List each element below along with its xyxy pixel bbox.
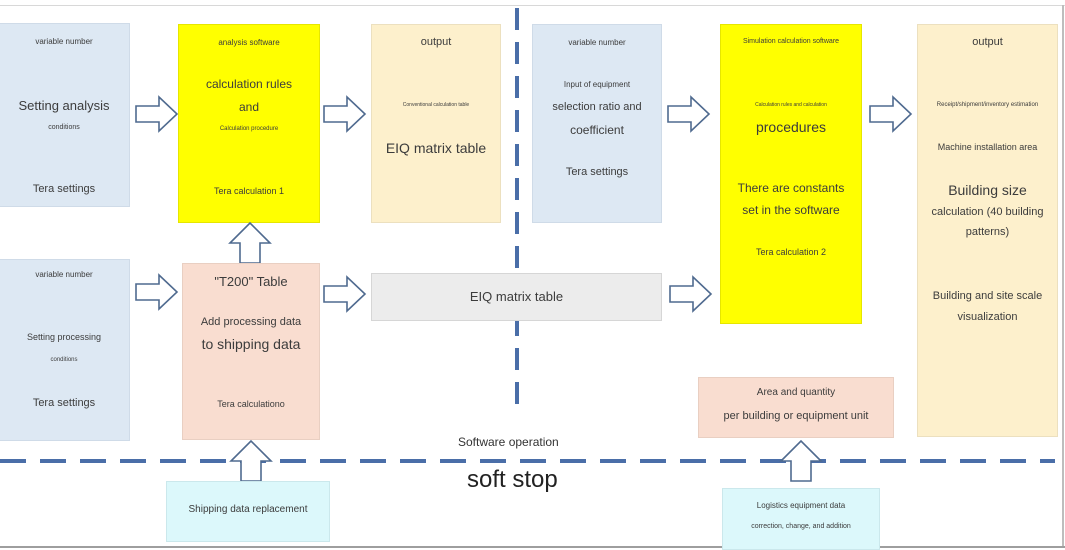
box-line: Calculation rules and calculation — [755, 102, 827, 108]
right-border — [1062, 5, 1064, 548]
box-line: patterns) — [965, 226, 1010, 238]
box-header: variable number — [35, 37, 93, 46]
analysis-conditions-box[interactable]: variable number Setting analysis conditi… — [0, 23, 130, 207]
vertical-divider — [515, 8, 519, 408]
eiq-matrix-box[interactable]: EIQ matrix table — [371, 273, 662, 321]
box-line: Building size — [948, 182, 1027, 198]
box-header: variable number — [568, 38, 626, 47]
box-line: visualization — [957, 311, 1018, 323]
box-line: Logistics equipment data — [756, 501, 846, 510]
box-line: Machine installation area — [937, 142, 1038, 152]
right-arrow-icon — [667, 95, 711, 133]
box-title: EIQ matrix table — [385, 140, 487, 156]
up-arrow-icon — [779, 439, 823, 482]
box-header: output — [972, 36, 1003, 48]
box-footer: Tera settings — [565, 166, 629, 178]
box-header: output — [420, 36, 452, 48]
box-line: correction, change, and addition — [751, 523, 851, 530]
box-footer: Tera calculation 2 — [755, 247, 827, 257]
t200-table-box[interactable]: "T200" Table Add processing data to ship… — [182, 263, 320, 440]
processing-conditions-box[interactable]: variable number Setting processing condi… — [0, 259, 130, 441]
box-line: There are constants — [737, 181, 845, 195]
box-line: set in the software — [742, 203, 840, 217]
box-line: and — [238, 100, 260, 114]
equipment-input-box[interactable]: variable number Input of equipment selec… — [532, 24, 662, 223]
box-line: Receipt/shipment/inventory estimation — [936, 102, 1039, 108]
analysis-software-box[interactable]: analysis software calculation rules and … — [178, 24, 320, 223]
box-title: Setting processing — [26, 332, 102, 342]
area-quantity-box[interactable]: Area and quantity per building or equipm… — [698, 377, 894, 438]
box-line: calculation (40 building — [931, 206, 1044, 218]
box-line: Building and site scale — [932, 290, 1043, 302]
right-arrow-icon — [323, 95, 367, 133]
soft-stop-label: soft stop — [467, 466, 558, 493]
shipping-replacement-box[interactable]: Shipping data replacement — [166, 481, 330, 542]
box-line: Input of equipment — [563, 80, 631, 89]
output-box-left[interactable]: output Conventional calculation table EI… — [371, 24, 501, 223]
software-operation-label: Software operation — [458, 435, 559, 449]
simulation-software-box[interactable]: Simulation calculation software Calculat… — [720, 24, 862, 324]
logistics-equipment-box[interactable]: Logistics equipment data correction, cha… — [722, 488, 880, 550]
bottom-border — [0, 546, 1065, 548]
box-header: variable number — [35, 270, 93, 279]
box-line: calculation rules — [205, 77, 293, 91]
up-arrow-icon — [229, 439, 273, 482]
right-arrow-icon — [135, 273, 179, 311]
box-line: selection ratio and — [552, 101, 642, 113]
right-arrow-icon — [135, 95, 179, 133]
box-footer: Tera calculationo — [217, 399, 285, 409]
box-line: Calculation procedure — [219, 126, 279, 132]
horizontal-divider — [0, 459, 1055, 463]
box-title: Setting analysis — [18, 98, 110, 113]
box-label: EIQ matrix table — [469, 289, 564, 304]
output-box-right[interactable]: output Receipt/shipment/inventory estima… — [917, 24, 1058, 437]
right-arrow-icon — [323, 275, 367, 313]
box-subtitle: conditions — [50, 357, 78, 363]
box-line: coefficient — [570, 123, 624, 137]
box-footer: Tera calculation 1 — [213, 186, 285, 196]
box-footer: Tera settings — [32, 397, 96, 409]
top-border — [0, 5, 1065, 6]
box-line: procedures — [755, 119, 827, 135]
box-header: Simulation calculation software — [742, 38, 840, 45]
box-line: to shipping data — [201, 336, 301, 352]
box-line: per building or equipment unit — [723, 410, 869, 422]
right-arrow-icon — [669, 275, 713, 313]
box-subtitle: conditions — [48, 124, 80, 131]
box-label: Shipping data replacement — [188, 504, 308, 515]
box-line: Add processing data — [200, 316, 302, 328]
right-arrow-icon — [869, 95, 913, 133]
up-arrow-icon — [228, 221, 272, 264]
box-header: analysis software — [218, 38, 280, 47]
box-caption: Conventional calculation table — [402, 102, 470, 108]
box-line: Area and quantity — [756, 387, 836, 398]
box-footer: Tera settings — [32, 183, 96, 195]
box-title: "T200" Table — [214, 274, 288, 289]
